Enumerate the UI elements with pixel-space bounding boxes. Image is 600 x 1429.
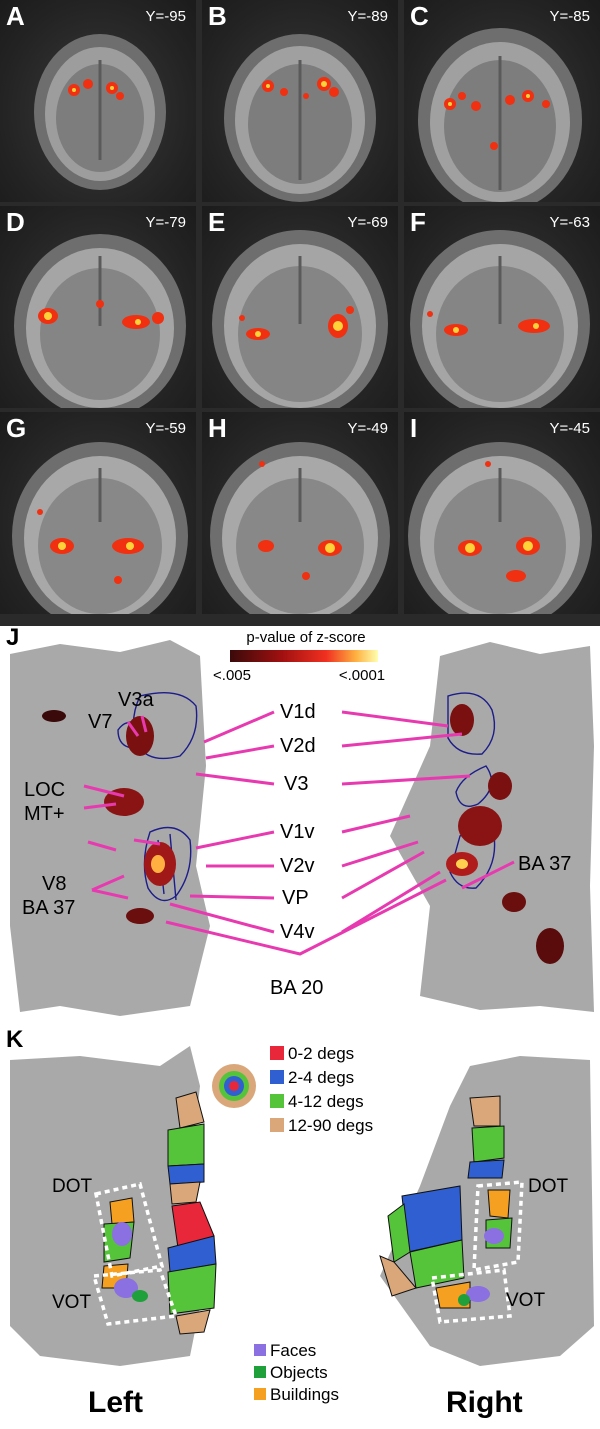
slice-coordinate: Y=-59 [145,420,186,437]
panel-c: C Y=-85 [404,0,600,202]
panel-f: F Y=-63 [404,206,600,408]
category-blobs [112,1222,504,1306]
legend-ecc-1: 2-4 degs [288,1068,354,1087]
panel-letter: H [208,413,227,443]
brain-slice-e [212,230,388,408]
brain-slice-a [34,34,166,190]
panel-letter: I [410,413,418,443]
label-v8: V8 [42,873,66,895]
panel-a: A Y=-95 [0,0,196,202]
panel-letter: B [208,1,227,31]
label-loc: LOC [24,779,65,801]
left-flat-hemisphere [10,640,210,1016]
roi-boxes [91,1180,524,1326]
panel-letter: G [6,413,27,443]
label-v1v: V1v [280,821,314,843]
colorbar-high: <.0001 [339,667,385,684]
hemisphere-left-label: Left [88,1386,143,1419]
brain-slice-h [210,442,390,614]
coronal-slice-grid: A Y=-95 B Y=-89 C Y=-85 [0,0,600,626]
panel-letter: J [6,624,20,651]
panel-j: p-value of z-score <.005 <.0001 V3a V7 L… [0,624,600,1026]
slice-coordinate: Y=-85 [549,8,590,25]
label-dot-left: DOT [52,1176,93,1197]
colorbar [230,650,378,662]
panel-letter: K [6,1026,24,1053]
legend-objects: Objects [270,1363,328,1382]
colorbar-low: <.005 [213,667,251,684]
slice-coordinate: Y=-79 [145,214,186,231]
panel-b: B Y=-89 [202,0,398,202]
brain-slice-g [12,442,188,614]
label-dot-right: DOT [528,1176,569,1197]
panel-i: I Y=-45 [404,412,600,614]
legend-ecc-3: 12-90 degs [288,1116,373,1135]
right-flat-hemisphere-k [380,1056,594,1366]
label-ba37-right: BA 37 [518,853,571,875]
colorbar-title: p-value of z-score [246,629,365,646]
label-v3a: V3a [118,689,154,711]
label-vp: VP [282,887,309,909]
label-mt: MT+ [24,803,65,825]
panel-letter: A [6,1,25,31]
slice-coordinate: Y=-49 [347,420,388,437]
brain-slice-c [418,28,582,202]
panel-d: D Y=-79 [0,206,196,408]
label-v2d: V2d [280,735,316,757]
slice-coordinate: Y=-69 [347,214,388,231]
panel-letter: C [410,1,429,31]
flatmap-labels: V3a V7 LOC MT+ V8 BA 37 V1d V2d V3 V1v V… [22,689,571,999]
brain-slice-b [224,34,376,202]
flatmap-j: p-value of z-score <.005 <.0001 V3a V7 L… [10,629,594,1016]
label-vot-left: VOT [52,1292,91,1313]
eccentricity-legend: 0-2 degs 2-4 degs 4-12 degs 12-90 degs [270,1044,373,1135]
panel-letter: F [410,207,426,237]
leader-lines [83,710,515,956]
slice-coordinate: Y=-95 [145,8,186,25]
slice-coordinate: Y=-89 [347,8,388,25]
panel-g: G Y=-59 [0,412,196,614]
label-v4v: V4v [280,921,314,943]
label-ba20: BA 20 [270,977,323,999]
brain-slice-d [14,234,186,408]
legend-buildings: Buildings [270,1385,339,1404]
activation-blobs [42,704,564,964]
panel-h: H Y=-49 [202,412,398,614]
label-v3: V3 [284,773,308,795]
slice-coordinate: Y=-63 [549,214,590,231]
panel-e: E Y=-69 [202,206,398,408]
eccentricity-target-icon [212,1064,256,1108]
label-v1d: V1d [280,701,316,723]
legend-ecc-2: 4-12 degs [288,1092,364,1111]
label-v2v: V2v [280,855,314,877]
flatmap-k: 0-2 degs 2-4 degs 4-12 degs 12-90 degs D… [10,1044,594,1419]
right-eccentricity-map [379,1095,513,1309]
panel-letter: E [208,207,226,237]
slice-coordinate: Y=-45 [549,420,590,437]
legend-faces: Faces [270,1341,316,1360]
legend-ecc-0: 0-2 degs [288,1044,354,1063]
label-vot-right: VOT [506,1290,545,1311]
brain-slice-f [410,230,590,408]
region-labels: DOT VOT DOT VOT [52,1176,569,1313]
panel-k: 0-2 degs 2-4 degs 4-12 degs 12-90 degs D… [0,1026,600,1424]
left-flat-hemisphere-k [10,1046,206,1366]
hemisphere-right-label: Right [446,1386,523,1419]
label-ba37-left: BA 37 [22,897,75,919]
label-v7: V7 [88,711,112,733]
category-legend: Faces Objects Buildings [254,1341,339,1404]
brain-slice-i [408,442,592,614]
panel-letter: D [6,207,25,237]
